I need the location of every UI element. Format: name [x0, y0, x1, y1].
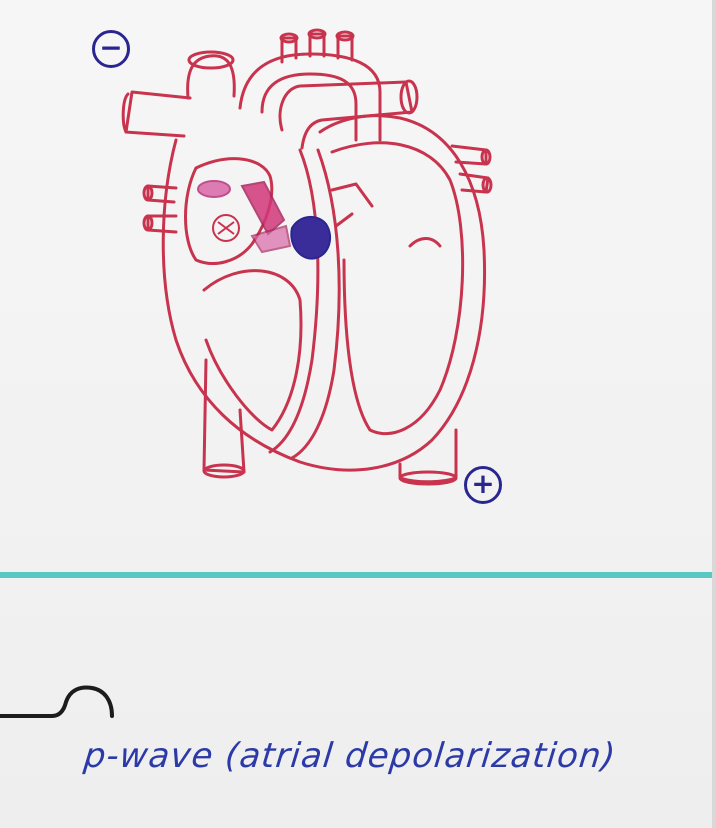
internodal-pathway — [242, 182, 284, 234]
positive-electrode-symbol: + — [471, 467, 494, 500]
interventricular-septum — [270, 150, 318, 452]
superior-vena-cava — [188, 56, 235, 98]
p-wave-caption: p-wave (atrial depolarization) — [82, 736, 618, 776]
heart-diagram — [0, 0, 716, 572]
heart-diagram-panel: − + — [0, 0, 716, 572]
board-edge — [712, 0, 716, 828]
negative-electrode-symbol: − — [99, 31, 122, 64]
ecg-panel: p-wave (atrial depolarization) — [0, 578, 716, 828]
positive-electrode-icon: + — [464, 466, 502, 504]
pulmonary-trunk — [280, 82, 412, 148]
ecg-trace — [0, 578, 716, 828]
sa-node — [198, 181, 230, 197]
right-ventricle — [204, 271, 301, 430]
pulmonary-artery-left — [126, 92, 190, 136]
negative-electrode-icon: − — [92, 30, 130, 68]
p-wave-trace — [0, 688, 112, 716]
av-node — [291, 217, 330, 259]
